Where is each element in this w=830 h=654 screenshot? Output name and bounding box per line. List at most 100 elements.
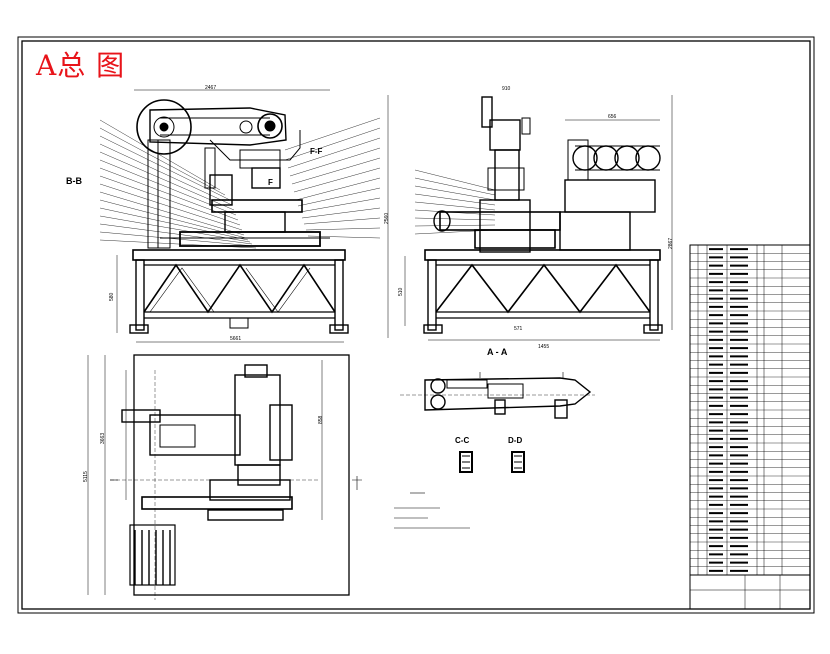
parts-list-entry-mark [730, 347, 748, 350]
parts-list-entry-mark [709, 561, 723, 564]
parts-list-entry-mark [709, 553, 723, 556]
parts-list-entry-mark [709, 314, 723, 317]
parts-list-entry-mark [709, 528, 723, 531]
parts-list-entry-mark [730, 289, 748, 292]
parts-list-entry-mark [730, 479, 748, 482]
parts-list-entry-mark [730, 404, 748, 407]
parts-list-entry-mark [730, 281, 748, 284]
parts-list-entry-mark [730, 264, 748, 267]
view-label-ff: F-F [310, 147, 323, 156]
parts-list-entry-mark [730, 388, 748, 391]
parts-list-entry-mark [730, 487, 748, 490]
parts-list-entry-mark [730, 413, 748, 416]
parts-list-entry-mark [709, 289, 723, 292]
parts-list-entry-mark [709, 446, 723, 449]
aa-dim-base: 571 [514, 326, 523, 332]
plan-view-drawing [87, 354, 362, 600]
parts-list-entry-mark [709, 495, 723, 498]
parts-list-entry-mark [709, 462, 723, 465]
plan-dim-total: 5115 [83, 471, 89, 482]
parts-list-entry-mark [730, 437, 748, 440]
parts-list-entry-mark [709, 305, 723, 308]
parts-list-entry-mark [709, 479, 723, 482]
parts-list-entry-mark [730, 495, 748, 498]
parts-list-entry-mark [730, 355, 748, 358]
parts-list-entry-mark [709, 347, 723, 350]
plan-dim-right: 858 [318, 415, 324, 424]
parts-list-entry-mark [709, 429, 723, 432]
parts-list-entry-mark [709, 388, 723, 391]
parts-list-entry-mark [730, 545, 748, 548]
parts-list-entry-mark [709, 248, 723, 251]
parts-list-entry-mark [730, 520, 748, 523]
parts-list-entry-mark [730, 446, 748, 449]
parts-list-entry-mark [730, 248, 748, 251]
parts-list-entry-mark [709, 503, 723, 506]
parts-list-entry-mark [709, 487, 723, 490]
parts-list-entry-mark [730, 512, 748, 515]
parts-list-entry-mark [709, 512, 723, 515]
parts-list-entry-mark [709, 569, 723, 572]
parts-list-entry-mark [730, 380, 748, 383]
parts-list-entry-mark [730, 272, 748, 275]
parts-list [689, 244, 811, 610]
parts-list-entry-mark [730, 314, 748, 317]
parts-list-entry-mark [709, 338, 723, 341]
bb-view-drawing [99, 89, 389, 343]
parts-list-entry-mark [730, 429, 748, 432]
parts-list-entry-mark [730, 553, 748, 556]
parts-list-entry-mark [730, 338, 748, 341]
bb-dim-total: 5661 [230, 336, 241, 342]
parts-list-entry-mark [709, 413, 723, 416]
parts-list-entry-mark [730, 305, 748, 308]
view-label-bb: B-B [66, 176, 82, 186]
parts-list-entry-mark [709, 545, 723, 548]
view-label-cc: C-C [455, 436, 470, 445]
parts-list-entry-mark [730, 470, 748, 473]
parts-list-entry-mark [709, 264, 723, 267]
section-arm-drawing [400, 372, 595, 473]
parts-list-entry-mark [709, 470, 723, 473]
parts-list-entry-mark [730, 256, 748, 259]
parts-list-entry-mark [709, 363, 723, 366]
parts-list-entry-mark [730, 454, 748, 457]
parts-list-entry-mark [709, 297, 723, 300]
plan-dim-height: 3663 [100, 433, 106, 444]
parts-list-entry-mark [730, 330, 748, 333]
bb-dim-right-h: 2560 [384, 213, 390, 224]
parts-list-entry-mark [709, 454, 723, 457]
parts-list-entry-mark [730, 561, 748, 564]
parts-list-entry-mark [730, 371, 748, 374]
aa-dim-side: 656 [608, 114, 617, 120]
aa-dim-top: 910 [502, 86, 511, 92]
view-label-dd: D-D [508, 436, 523, 445]
aa-dim-left-h: 510 [398, 287, 404, 296]
parts-list-entry-mark [709, 371, 723, 374]
parts-list-entry-mark [730, 462, 748, 465]
parts-list-entry-mark [709, 520, 723, 523]
technical-notes [394, 492, 470, 529]
parts-list-entry-mark [730, 569, 748, 572]
parts-list-entry-mark [709, 396, 723, 399]
parts-list-entry-mark [709, 421, 723, 424]
parts-list-entry-mark [730, 322, 748, 325]
aa-dim-total: 1455 [538, 344, 549, 350]
drawing-title: A总 图 [36, 49, 126, 82]
bb-dim-base: 580 [109, 292, 115, 301]
aa-dim-height: 2867 [668, 238, 674, 249]
bb-dim-width: 2467 [205, 85, 216, 91]
view-label-f: F [268, 178, 273, 187]
parts-list-entry-mark [730, 396, 748, 399]
parts-list-entry-mark [709, 322, 723, 325]
parts-list-entry-mark [730, 503, 748, 506]
parts-list-entry-mark [709, 281, 723, 284]
parts-list-entry-mark [730, 528, 748, 531]
parts-list-rows [690, 248, 810, 572]
parts-list-entry-mark [709, 404, 723, 407]
parts-list-entry-mark [709, 437, 723, 440]
aa-view-drawing [404, 95, 673, 341]
parts-list-entry-mark [709, 380, 723, 383]
parts-list-entry-mark [709, 330, 723, 333]
view-label-aa: A - A [487, 347, 508, 357]
